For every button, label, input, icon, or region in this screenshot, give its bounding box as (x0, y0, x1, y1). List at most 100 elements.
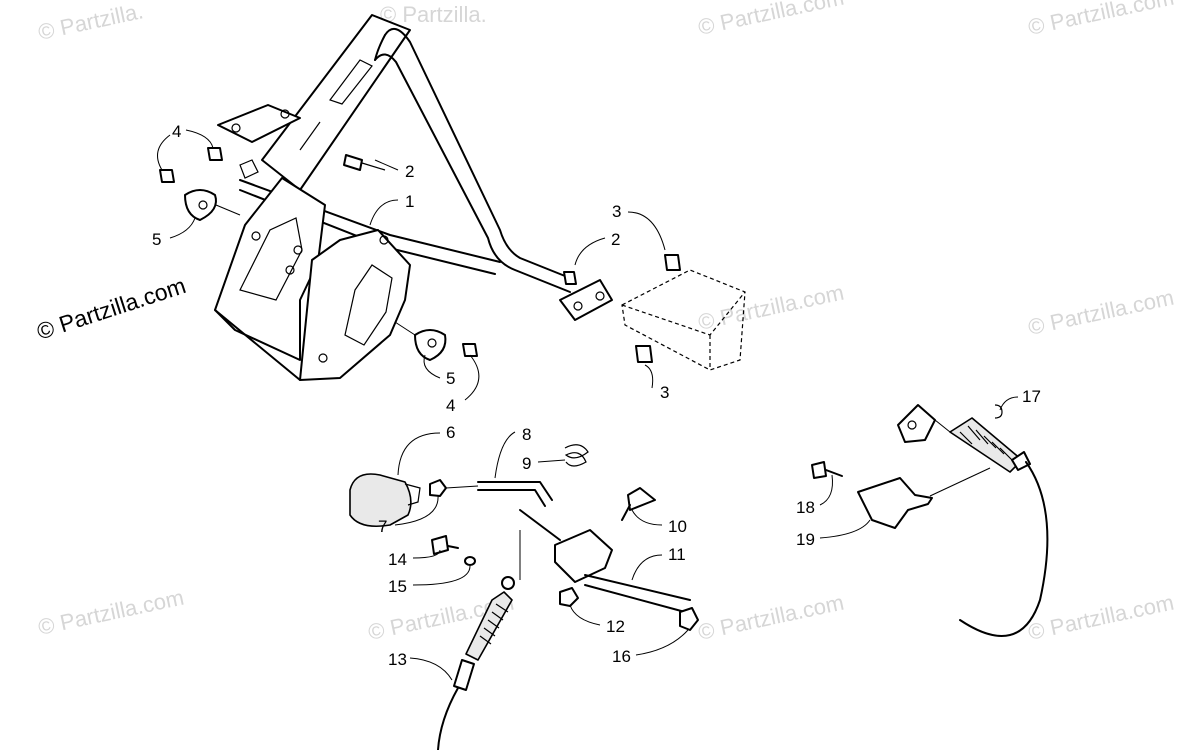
tube-end (374, 34, 386, 61)
leader-9 (537, 459, 566, 463)
callout-4-top: 4 (172, 122, 181, 141)
callout-19: 19 (796, 530, 815, 549)
leader-1 (369, 199, 399, 226)
screw-4a (207, 147, 223, 161)
callout-2-top: 2 (405, 162, 414, 181)
right-plate-hole-2 (318, 353, 328, 363)
watermark-bot-3: © Partzilla.com (1026, 590, 1176, 645)
leader-19 (819, 519, 871, 539)
watermark-main: © Partzilla.com (34, 272, 189, 345)
tube-inner (374, 53, 571, 293)
washer-15 (464, 556, 476, 566)
left-plate-hole-2 (293, 245, 303, 255)
callout-9: 9 (522, 454, 531, 473)
leader-8 (494, 431, 516, 479)
leader-3a (627, 211, 666, 251)
bolt-18 (811, 461, 827, 479)
leader-12 (569, 604, 601, 626)
mount-tab-right-hole-2 (595, 291, 605, 301)
cable-lever (897, 404, 936, 443)
leader-2a (374, 159, 399, 171)
shift-rod (477, 481, 553, 501)
shift-knob (349, 473, 412, 528)
leader-lines (157, 129, 1019, 681)
callout-14: 14 (388, 550, 407, 569)
nut-7 (429, 479, 447, 497)
plate-bottom-edge (214, 309, 301, 381)
watermark-top-0: © Partzilla. (36, 0, 146, 45)
beam-outline (621, 269, 746, 371)
callout-1: 1 (405, 192, 414, 211)
watermark-mid-2: © Partzilla.com (1026, 285, 1176, 340)
cable-lever-hole (907, 420, 917, 430)
pivot-pin-shaft (621, 504, 631, 521)
cable-13-line (437, 687, 459, 750)
leader-3b (644, 364, 654, 389)
leader-13 (409, 657, 453, 681)
watermark-top-1: © Partzilla. (380, 2, 487, 27)
shifter-assembly (349, 444, 699, 750)
guide-knob (445, 485, 479, 489)
right-cable-assembly (811, 404, 1049, 637)
leader-4c (464, 354, 480, 401)
mount-tab-hole (231, 123, 241, 133)
leader-16 (635, 629, 689, 656)
shaft-11-bottom (584, 584, 686, 613)
callout-10: 10 (668, 517, 687, 536)
left-plate-hole (251, 231, 261, 241)
bolt-14 (431, 535, 449, 555)
callout-7: 7 (378, 517, 387, 536)
callout-numbers: 1 2 2 3 3 4 4 5 5 6 7 8 9 10 11 12 13 14… (152, 122, 1041, 669)
cable-end-spring (949, 417, 1023, 473)
leader-14 (412, 549, 441, 559)
cable-spring-coils (959, 425, 1013, 461)
torsion-spring (564, 444, 589, 467)
washer-5a (184, 189, 217, 221)
watermark-top-2: © Partzilla.com (696, 0, 846, 40)
callout-18: 18 (796, 498, 815, 517)
e-clip-17 (994, 404, 1003, 419)
cable-line (959, 461, 1049, 637)
bolt-14-shaft (447, 545, 459, 549)
right-plate-cutout (344, 264, 393, 346)
guide-bracket (929, 467, 991, 497)
cable-end-ferrule (1011, 451, 1031, 471)
leader-5b (423, 354, 441, 379)
callout-5-bottom: 5 (446, 369, 455, 388)
mount-tab-right (559, 279, 613, 321)
clip-3a (664, 254, 681, 271)
crossmember-beam (621, 269, 746, 371)
upper-plate-slot (329, 59, 373, 105)
right-plate-hole (379, 235, 389, 245)
right-plate (299, 229, 411, 381)
bolt-18-shaft (825, 469, 843, 477)
callout-16: 16 (612, 647, 631, 666)
shift-lever-bracket (554, 529, 613, 583)
mount-tab-hole-2 (280, 109, 290, 119)
watermark-mid-1: © Partzilla.com (696, 280, 846, 335)
callout-3-top: 3 (612, 202, 621, 221)
watermark-bot-2: © Partzilla.com (696, 590, 846, 645)
callout-11: 11 (668, 545, 686, 564)
leader-10 (631, 509, 663, 526)
callout-6: 6 (446, 423, 455, 442)
cable-13-boot (465, 591, 513, 661)
leader-6 (397, 432, 441, 476)
washer-5b-hole (427, 338, 437, 348)
guide-5b (394, 321, 416, 336)
leader-11 (631, 554, 663, 581)
shift-rod-lower (477, 489, 546, 507)
upper-plate-edge (299, 121, 321, 151)
callout-3-bottom: 3 (660, 383, 669, 402)
shaft-11-top (584, 574, 691, 601)
leader-4a (185, 129, 214, 149)
callout-8: 8 (522, 425, 531, 444)
cable-13-end (501, 576, 515, 590)
screw-4b (159, 169, 175, 183)
cable-13-boot-ribs (479, 603, 509, 645)
leader-17 (999, 396, 1019, 411)
left-plate-cutout (239, 217, 303, 301)
callout-15: 15 (388, 577, 407, 596)
